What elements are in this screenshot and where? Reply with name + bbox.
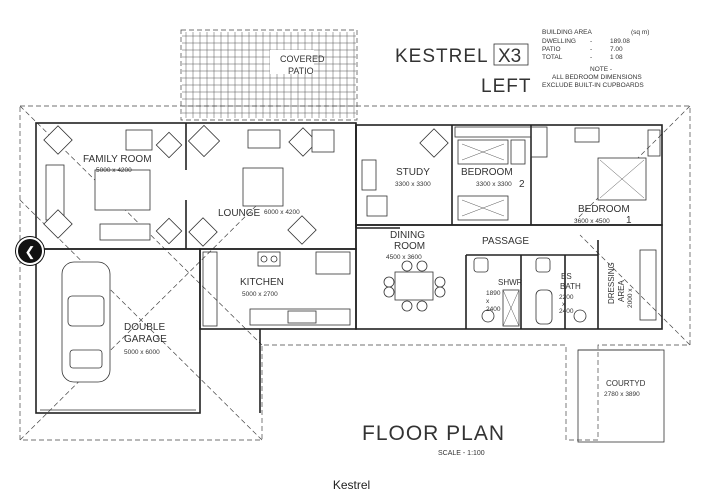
room-dims: 5000 x 2700 [242, 291, 278, 298]
room-dims: 3600 x 4500 [574, 218, 610, 225]
chevron-left-icon: ❮ [24, 243, 36, 259]
room-name: BATH [560, 282, 581, 291]
svg-text:-: - [590, 38, 592, 45]
plan-header: KESTREL X3 LEFT [395, 43, 531, 97]
room-dims: 5000 x 6000 [124, 349, 160, 356]
dressing-area: DRESSING AREA 2000 x [607, 262, 634, 308]
room-name: ES [561, 272, 572, 281]
dining-furniture: DINING ROOM 4500 x 3600 [383, 230, 446, 312]
study-furniture: STUDY 3300 x 3300 [361, 128, 449, 217]
note-line: EXCLUDE BUILT-IN CUPBOARDS [542, 82, 644, 89]
room-dims: 3300 x 3300 [395, 181, 431, 188]
wet-areas: SHWR 1890 x 2400 ES BATH 2200 x 2400 [473, 257, 587, 327]
room-dims: 2000 x [627, 288, 634, 308]
room-name: AREA [617, 280, 626, 302]
room-name: COVERED [280, 54, 325, 64]
covered-patio: COVERED PATIO [180, 29, 358, 121]
area-row-value: 7.00 [610, 46, 623, 53]
room-dims: 2400 [559, 308, 574, 315]
lounge-furniture: LOUNGE 6000 x 4200 [187, 124, 335, 247]
previous-image-button[interactable]: ❮ [16, 237, 44, 265]
svg-text:-: - [590, 54, 592, 61]
room-dims: x [562, 301, 566, 308]
room-dims: 1890 [486, 290, 501, 297]
area-row-label: TOTAL [542, 54, 563, 61]
room-dims: 2400 [486, 306, 501, 313]
room-dims: 2780 x 3890 [604, 391, 640, 398]
room-dims: 5000 x 4200 [96, 167, 132, 174]
family-room-furniture: FAMILY ROOM 5000 x 4200 [43, 125, 183, 245]
svg-text:-: - [590, 46, 592, 53]
garage-car: DOUBLE GARAGE 5000 x 6000 [40, 261, 196, 411]
note-title: NOTE - [590, 66, 612, 73]
plan-title: FLOOR PLAN [362, 422, 505, 445]
area-title: BUILDING AREA [542, 29, 593, 36]
room-name: PATIO [288, 66, 314, 76]
bedroom-2-furniture: BEDROOM 3300 x 3300 2 [457, 139, 526, 221]
model-name: KESTREL [395, 46, 489, 67]
bedroom-1-furniture: BEDROOM 3600 x 4500 1 [574, 127, 661, 226]
room-name: FAMILY ROOM [83, 154, 152, 165]
room-name: BEDROOM [461, 167, 513, 178]
plan-footer: FLOOR PLAN SCALE - 1:100 [362, 422, 505, 457]
room-name: ROOM [394, 241, 425, 252]
area-row-value: 189.08 [610, 38, 630, 45]
room-dims: x [486, 298, 490, 305]
room-dims: 2200 [559, 294, 574, 301]
area-row-value: 1 08 [610, 54, 623, 61]
model-variant: X3 [498, 46, 521, 67]
room-name: PASSAGE [482, 236, 529, 247]
room-name: DRESSING [607, 262, 616, 304]
image-caption: Kestrel [332, 478, 371, 492]
interior-walls [185, 123, 657, 329]
kitchen-furniture: KITCHEN 5000 x 2700 [202, 251, 351, 327]
room-number: 2 [519, 179, 525, 190]
courtyard: COURTYD 2780 x 3890 [604, 379, 646, 398]
room-name: SHWR [498, 278, 523, 287]
plan-scale: SCALE - 1:100 [438, 450, 485, 457]
room-dims: 3300 x 3300 [476, 181, 512, 188]
area-schedule: BUILDING AREA (sq m) DWELLING - 189.08 P… [542, 29, 649, 89]
room-name: LOUNGE [218, 208, 261, 219]
room-name: COURTYD [606, 379, 646, 388]
room-name: KITCHEN [240, 277, 284, 288]
area-unit: (sq m) [631, 29, 649, 36]
room-name: DOUBLE [124, 322, 165, 333]
note-line: ALL BEDROOM DIMENSIONS [552, 74, 642, 81]
area-row-label: PATIO [542, 46, 561, 53]
room-dims: 6000 x 4200 [264, 209, 300, 216]
variant-box [493, 43, 529, 66]
room-dims: 4500 x 3600 [386, 254, 422, 261]
room-number: 1 [626, 215, 632, 226]
room-name: DINING [390, 230, 425, 241]
room-name: GARAGE [124, 334, 167, 345]
area-row-label: DWELLING [542, 38, 576, 45]
orientation-label: LEFT [481, 76, 531, 97]
room-name: BEDROOM [578, 204, 630, 215]
room-name: STUDY [396, 167, 430, 178]
